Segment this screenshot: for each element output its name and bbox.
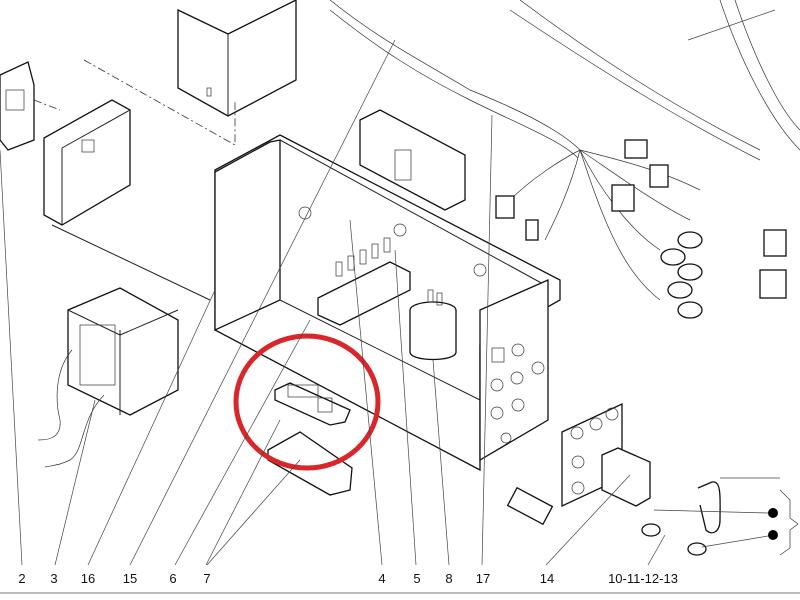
callout-3: 3: [50, 571, 58, 586]
callout-10-13: 10-11-12-13: [608, 571, 678, 586]
callout-16: 16: [80, 571, 96, 586]
callout-17: 17: [475, 571, 491, 586]
bottom-divider: [0, 592, 800, 594]
main-chassis: [214, 134, 561, 472]
callout-8: 8: [445, 571, 453, 586]
callout-2: 2: [18, 571, 26, 586]
key-switch-assembly: [506, 447, 799, 556]
highlight-circle: [233, 333, 381, 471]
front-panel: [479, 279, 549, 462]
callout-15: 15: [122, 571, 138, 586]
terminal-block: [317, 237, 411, 326]
capacitor: [409, 289, 457, 361]
callout-14: 14: [539, 571, 555, 586]
callout-6: 6: [169, 571, 177, 586]
leader-lines: [0, 9, 780, 566]
relay-block-left: [0, 61, 61, 151]
callout-5: 5: [413, 571, 421, 586]
side-bracket-panel: [43, 99, 211, 301]
relay-pcb-part-6: [274, 382, 351, 426]
callout-7: 7: [203, 571, 211, 586]
pcb-board: [359, 109, 466, 211]
top-cover: [83, 0, 297, 146]
transformer: [37, 287, 179, 468]
callout-4: 4: [378, 571, 386, 586]
wiring-harness: [329, 0, 800, 319]
